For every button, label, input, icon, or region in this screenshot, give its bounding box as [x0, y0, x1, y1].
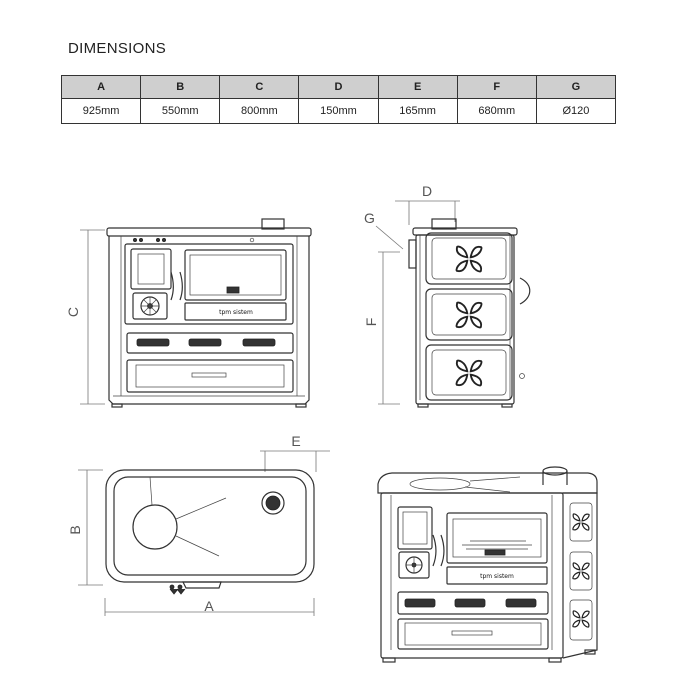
header-f: F [456, 75, 537, 99]
label-b: B [67, 525, 83, 534]
dimensions-table: A B C D E F G 925mm 550mm 800mm 150mm 16… [60, 75, 617, 124]
label-e: E [291, 433, 300, 449]
brand-label-iso: tpm sistem [480, 573, 514, 580]
value-c: 800mm [219, 98, 300, 124]
header-b: B [140, 75, 221, 99]
dimensions-header-row: A B C D E F G [60, 75, 617, 99]
header-g: G [535, 75, 617, 99]
isometric-view: tpm sistem [377, 466, 598, 663]
header-e: E [377, 75, 458, 99]
label-g: G [364, 210, 375, 226]
header-a: A [60, 75, 142, 99]
value-b: 550mm [140, 98, 221, 124]
value-a: 925mm [60, 98, 142, 124]
value-e: 165mm [377, 98, 458, 124]
value-f: 680mm [456, 98, 537, 124]
dimensions-value-row: 925mm 550mm 800mm 150mm 165mm 680mm Ø120 [60, 98, 617, 124]
brand-label-front: tpm sistem [219, 309, 253, 316]
label-a: A [204, 598, 214, 614]
top-view: E B A [67, 433, 330, 616]
label-f: F [363, 318, 379, 327]
value-g: Ø120 [535, 98, 617, 124]
front-view: C tpm sistem [65, 218, 312, 408]
dimensions-heading: DIMENSIONS [68, 40, 167, 57]
value-d: 150mm [298, 98, 379, 124]
label-c: C [65, 307, 81, 317]
label-d: D [422, 183, 432, 199]
header-c: C [219, 75, 300, 99]
side-view: D G F [363, 183, 531, 408]
